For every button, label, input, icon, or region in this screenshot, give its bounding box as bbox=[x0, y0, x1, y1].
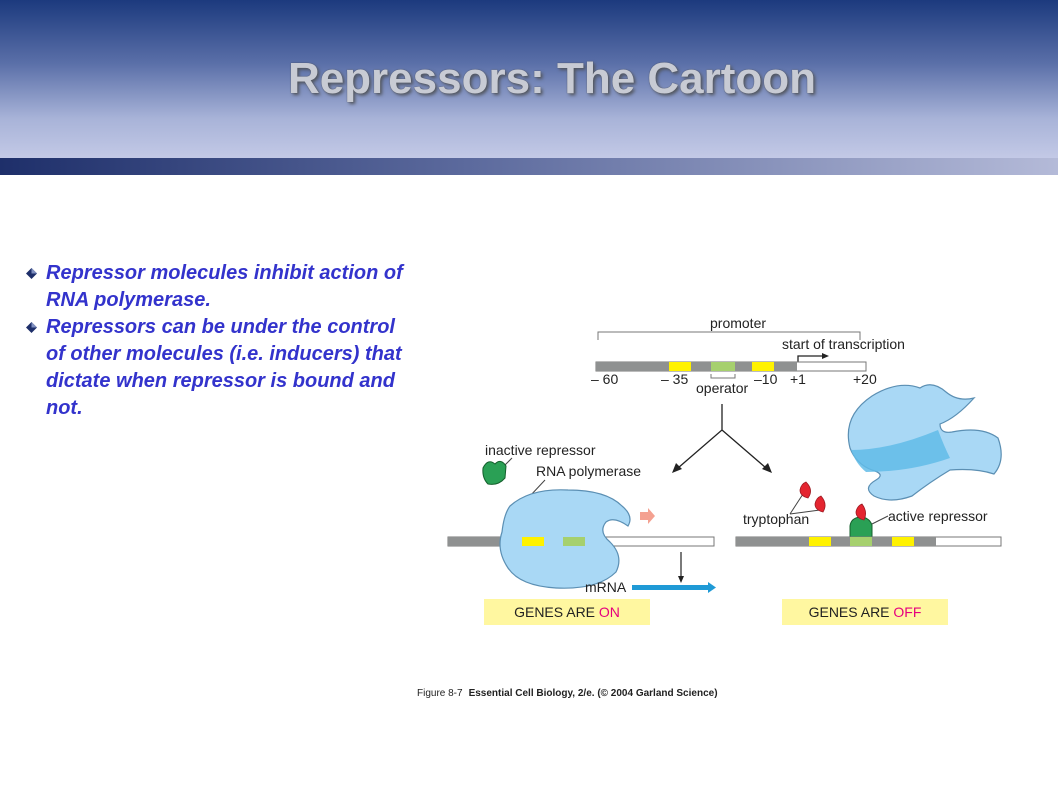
right-minus10-box bbox=[892, 537, 914, 546]
active-repressor-label: active repressor bbox=[888, 508, 988, 524]
slide-title: Repressors: The Cartoon bbox=[287, 54, 817, 103]
dna-right-promoter bbox=[736, 537, 936, 546]
bound-tryptophan bbox=[855, 503, 866, 521]
branch-arrows bbox=[677, 404, 767, 469]
position-plus20: +20 bbox=[853, 371, 877, 387]
tryptophan-molecule-1 bbox=[799, 481, 811, 499]
repressor-diagram: promoter start of transcription – 60 – 3… bbox=[417, 315, 1002, 699]
operator-label: operator bbox=[696, 380, 748, 396]
right-operator-box bbox=[850, 537, 872, 546]
position-minus35: – 35 bbox=[661, 371, 688, 387]
right-minus35-box bbox=[809, 537, 831, 546]
diamond-bullet-icon bbox=[26, 322, 37, 333]
tryptophan-pointers bbox=[789, 493, 821, 515]
mrna-label: mRNA bbox=[585, 579, 627, 595]
inactive-repressor bbox=[482, 460, 507, 485]
active-repressor bbox=[849, 516, 873, 538]
position-minus10: –10 bbox=[754, 371, 778, 387]
mrna-strand bbox=[632, 585, 710, 590]
mrna-arrowhead bbox=[708, 582, 716, 593]
promoter-bracket bbox=[597, 331, 861, 340]
mrna-down-arrowhead bbox=[678, 576, 684, 583]
genes-on-state: ON bbox=[599, 604, 620, 620]
genes-off-label: GENES ARE OFF bbox=[809, 604, 922, 620]
polymerase-minus35-box bbox=[522, 537, 544, 546]
caption-text: Essential Cell Biology, 2/e. (© 2004 Gar… bbox=[469, 688, 718, 699]
figure-caption: Figure 8-7 Essential Cell Biology, 2/e. (… bbox=[417, 688, 718, 699]
transition-arrow bbox=[640, 508, 655, 524]
bullet-text: Repressors can be under the control of o… bbox=[46, 316, 402, 419]
genes-on-label: GENES ARE ON bbox=[514, 604, 620, 620]
polymerase-operator-box bbox=[563, 537, 585, 546]
operator-box bbox=[711, 362, 735, 371]
genes-on-prefix: GENES ARE bbox=[514, 604, 599, 620]
inactive-repressor-label: inactive repressor bbox=[485, 442, 596, 458]
genes-off-label-box bbox=[782, 599, 948, 625]
tryptophan-label: tryptophan bbox=[743, 511, 809, 527]
branch-arrowhead-right bbox=[762, 463, 772, 473]
minus35-box bbox=[669, 362, 691, 371]
minus10-box bbox=[752, 362, 774, 371]
position-plus1: +1 bbox=[790, 371, 806, 387]
transcription-start-arrow bbox=[797, 355, 822, 364]
free-repressor-band bbox=[851, 430, 950, 472]
bullet-list: Repressor molecules inhibit action of RN… bbox=[24, 260, 404, 422]
diamond-bullet-icon bbox=[26, 268, 37, 279]
genes-off-prefix: GENES ARE bbox=[809, 604, 894, 620]
operator-bracket bbox=[710, 374, 736, 379]
bullet-item: Repressor molecules inhibit action of RN… bbox=[24, 260, 404, 314]
bullet-item: Repressors can be under the control of o… bbox=[24, 314, 404, 422]
start-transcription-label: start of transcription bbox=[782, 336, 905, 352]
position-minus60: – 60 bbox=[591, 371, 618, 387]
active-repressor-pointer bbox=[871, 515, 889, 525]
branch-arrowhead-left bbox=[672, 463, 682, 473]
genes-off-state: OFF bbox=[893, 604, 921, 620]
tryptophan-molecule-2 bbox=[814, 495, 826, 513]
dna-top-promoter bbox=[596, 362, 797, 371]
header-band bbox=[0, 158, 1058, 175]
promoter-label: promoter bbox=[710, 315, 766, 331]
bullet-text: Repressor molecules inhibit action of RN… bbox=[46, 262, 403, 311]
slide-header bbox=[0, 0, 1058, 158]
transcription-start-arrowhead bbox=[822, 353, 829, 359]
caption-figure-number: Figure 8-7 bbox=[417, 688, 463, 699]
genes-on-label-box bbox=[484, 599, 650, 625]
rna-polymerase-label: RNA polymerase bbox=[536, 463, 641, 479]
